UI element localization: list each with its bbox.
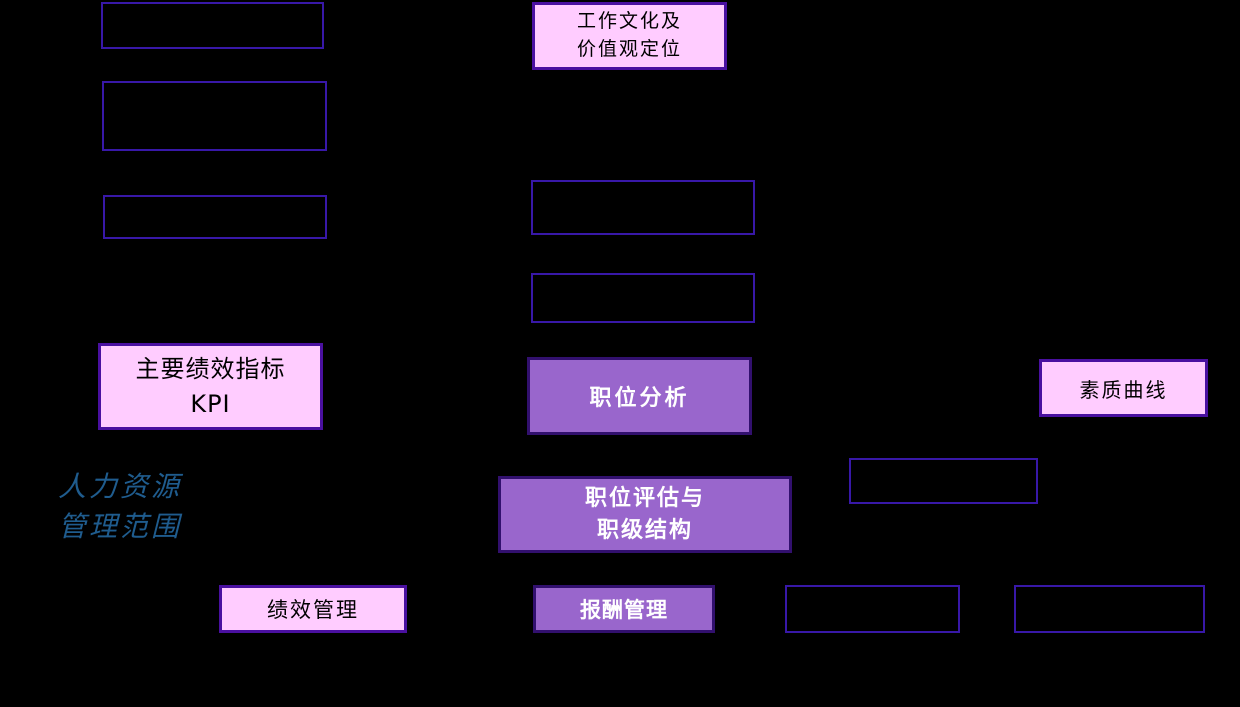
work-culture-values-label: 工作文化及 价值观定位 <box>576 10 682 60</box>
work-culture-values-box: 工作文化及 价值观定位 <box>532 2 727 70</box>
empty-box-bottom-1 <box>785 585 960 633</box>
empty-box-bottom-2 <box>1014 585 1205 633</box>
job-analysis-box: 职位分析 <box>527 357 752 435</box>
competency-curve-box: 素质曲线 <box>1039 359 1208 417</box>
empty-box-middle-2 <box>531 273 755 323</box>
job-analysis-label: 职位分析 <box>589 386 690 411</box>
compensation-management-label: 报酬管理 <box>580 598 668 622</box>
empty-box-top-left-2 <box>102 81 327 151</box>
kpi-box: 主要绩效指标 KPI <box>98 343 323 430</box>
hr-management-scope-label: 人力资源 管理范围 <box>58 470 183 543</box>
job-evaluation-grade-label: 职位评估与 职级结构 <box>584 485 705 543</box>
performance-management-label: 绩效管理 <box>267 598 359 622</box>
empty-box-top-left-3 <box>103 195 327 239</box>
competency-curve-label: 素质曲线 <box>1079 377 1168 402</box>
job-evaluation-grade-box: 职位评估与 职级结构 <box>498 476 792 553</box>
empty-box-middle-1 <box>531 180 755 235</box>
empty-box-top-left-1 <box>101 2 324 49</box>
kpi-label: 主要绩效指标 KPI <box>135 354 286 418</box>
empty-box-right <box>849 458 1038 504</box>
performance-management-box: 绩效管理 <box>219 585 407 633</box>
compensation-management-box: 报酬管理 <box>533 585 715 633</box>
